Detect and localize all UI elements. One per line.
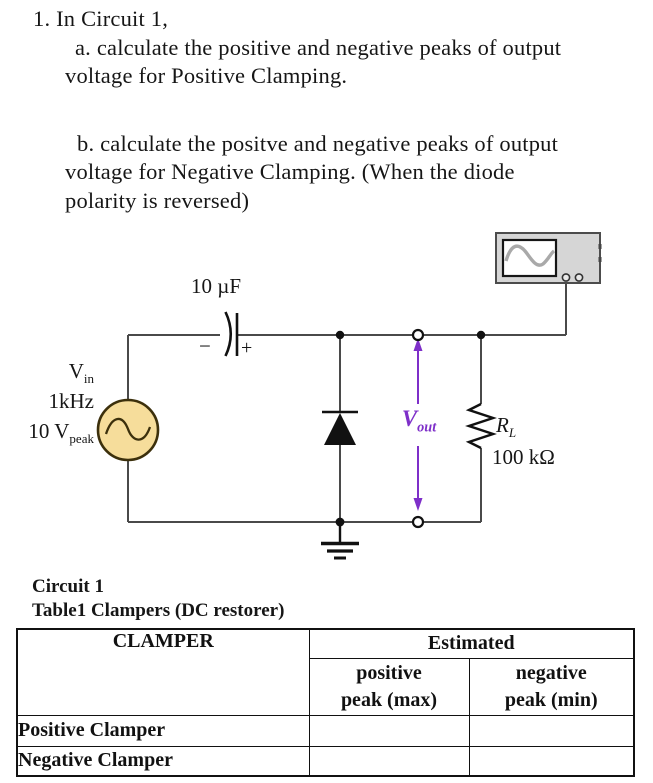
load-name-label: RL: [496, 413, 517, 441]
terminal-nodes: [411, 328, 425, 529]
circuit-wires: [127, 281, 567, 523]
row-label-negative-clamper: Negative Clamper: [16, 745, 310, 777]
question-part-b-line3: polarity is reversed): [65, 188, 250, 213]
table-header-positive-peak: positive peak (max): [308, 657, 470, 716]
source-amplitude-label: 10 Vpeak: [28, 419, 94, 447]
question-part-a-line2: voltage for Positive Clamping.: [65, 63, 348, 88]
question-part-a-line1: a. calculate the positive and negative p…: [75, 35, 562, 60]
question-part-b-line2: voltage for Negative Clamping. (When the…: [65, 159, 515, 184]
diode-icon: [322, 410, 358, 445]
oscilloscope-icon: [495, 232, 602, 284]
source-name-label: Vin: [68, 359, 94, 387]
junction-dots: [335, 330, 486, 527]
capacitor-minus-label: −: [199, 334, 211, 358]
resistor-icon: [465, 402, 497, 450]
table-header-negative-peak: negative peak (min): [468, 657, 635, 716]
load-value-label: 100 kΩ: [492, 445, 555, 469]
question-number-line: 1. In Circuit 1,: [33, 6, 169, 31]
vout-arrow: [413, 338, 423, 511]
positive-peak-line2: peak (max): [340, 688, 438, 711]
table-header-estimated: Estimated: [308, 628, 635, 659]
table-row: Positive Clamper: [16, 714, 635, 747]
positive-peak-line1: positive: [356, 662, 422, 685]
answer-cell-negative-clamper-max: [308, 745, 470, 777]
ground-icon: [321, 522, 359, 560]
source-labels: Vin 1kHz 10 Vpeak: [0, 356, 94, 446]
capacitor-plus-label: +: [241, 337, 253, 359]
source-frequency-label: 1kHz: [48, 389, 95, 413]
negative-peak-line1: negative: [515, 662, 587, 685]
table-header-clamper: CLAMPER: [16, 628, 310, 716]
answer-cell-positive-clamper-max: [308, 714, 470, 747]
answer-cell-negative-clamper-min: [468, 745, 635, 777]
answer-cell-positive-clamper-min: [468, 714, 635, 747]
row-label-positive-clamper: Positive Clamper: [16, 714, 310, 747]
ac-source-icon: [96, 398, 160, 462]
negative-peak-line2: peak (min): [504, 688, 598, 711]
capacitor-icon: [224, 311, 239, 357]
capacitor-value-label: 10 µF: [191, 274, 242, 298]
clampers-table: CLAMPER Estimated positive peak (max) ne…: [16, 628, 636, 777]
table-row: Negative Clamper: [16, 745, 635, 777]
question-part-b-line1: b. calculate the positve and negative pe…: [77, 131, 559, 156]
figure-caption: Circuit 1: [32, 576, 104, 597]
vout-label: Vout: [401, 406, 437, 436]
table-caption: Table1 Clampers (DC restorer): [32, 600, 285, 621]
